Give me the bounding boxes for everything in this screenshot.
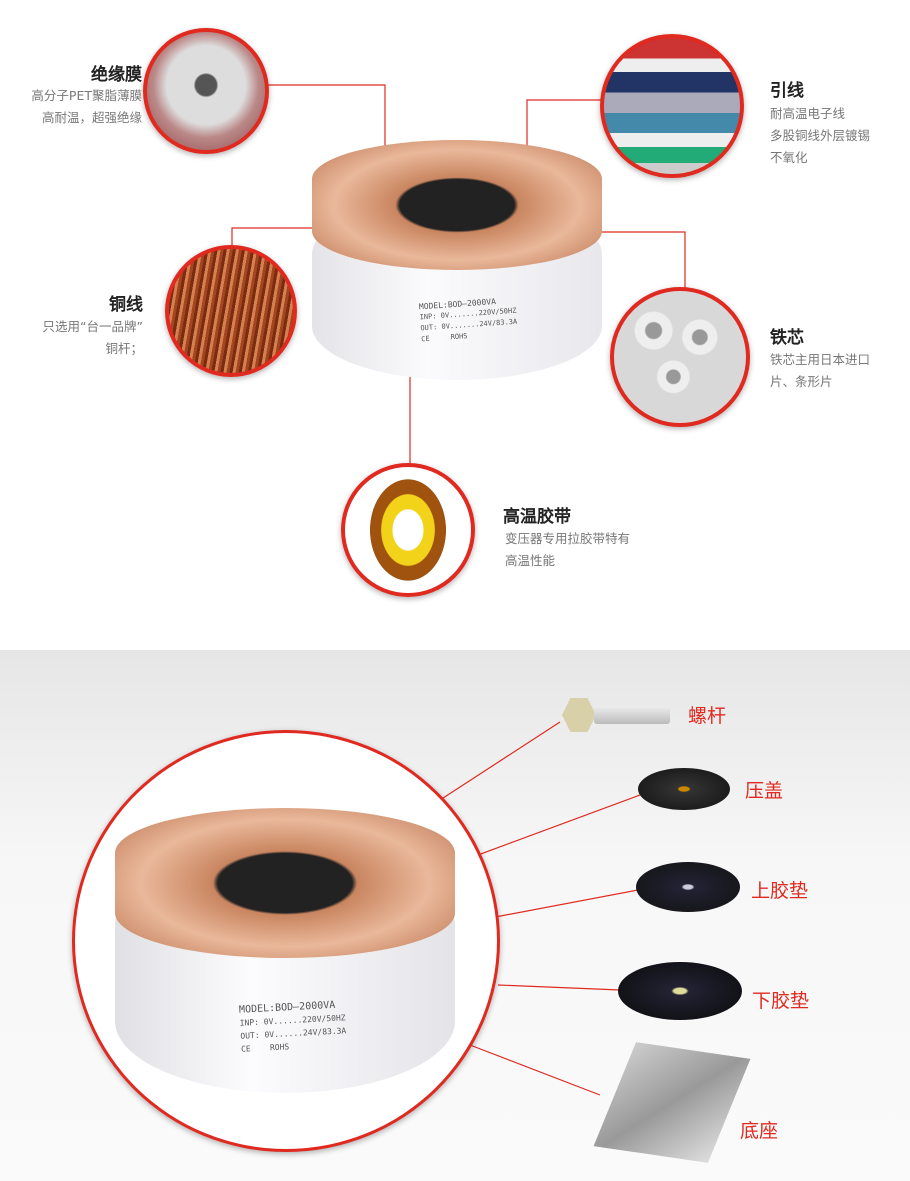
part-label-upper-pad: 上胶垫 <box>751 880 809 902</box>
core-desc: 铁芯主用日本进口片、条形片 <box>770 352 871 389</box>
bolt-image <box>562 698 672 732</box>
iron-core-image <box>610 287 750 427</box>
insulation-title: 绝缘膜 <box>91 65 142 85</box>
copper-desc: 只选用“台一品牌”铜杆； <box>42 319 143 356</box>
leads-title: 引线 <box>770 81 804 101</box>
lead-wire-image <box>600 34 744 178</box>
tape-title: 高温胶带 <box>503 507 571 527</box>
lower-pad-image <box>618 962 742 1020</box>
copper-wire-image <box>165 245 297 377</box>
part-label-bolt: 螺杆 <box>688 705 727 727</box>
upper-pad-image <box>636 862 740 912</box>
leads-desc: 耐高温电子线多股铜线外层镀锡不氧化 <box>770 106 871 165</box>
high-temp-tape-image <box>341 463 475 597</box>
core-title: 铁芯 <box>770 328 804 348</box>
tape-desc: 变压器专用拉胶带特有高温性能 <box>505 531 631 568</box>
insulation-film-image <box>143 28 269 154</box>
part-label-press-cover: 压盖 <box>745 780 784 802</box>
part-label-lower-pad: 下胶垫 <box>752 990 810 1012</box>
press-cover-image <box>638 768 730 810</box>
part-label-base: 底座 <box>740 1120 779 1142</box>
insulation-desc: 高分子PET聚脂薄膜高耐温，超强绝缘 <box>31 88 142 125</box>
copper-title: 铜线 <box>109 295 143 315</box>
